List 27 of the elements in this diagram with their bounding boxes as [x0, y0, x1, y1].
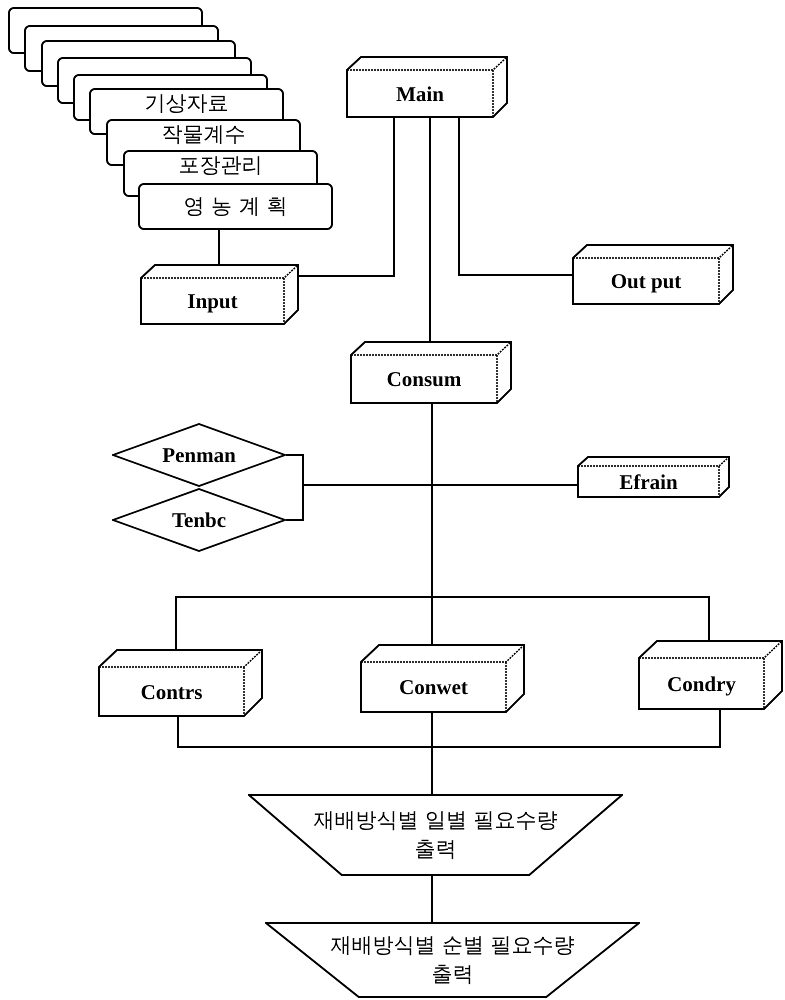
node-label: Condry	[667, 670, 736, 698]
decision-diamond	[112, 488, 286, 552]
node-label: 영 농 계 획	[182, 193, 289, 220]
node-label: 포장관리	[178, 152, 264, 180]
connector-line	[431, 876, 433, 922]
node-label: Efrain	[619, 468, 678, 496]
node-label: Consum	[386, 366, 462, 393]
node-label: 재배방식별 일별 필요수량 출력	[312, 807, 559, 863]
output-trapezoid	[265, 922, 640, 998]
node-label: Out put	[610, 268, 682, 295]
output-trapezoid	[248, 794, 623, 876]
node-label: Penman	[162, 442, 236, 468]
connector-line	[299, 118, 395, 277]
connector-line	[218, 230, 220, 264]
node-label: 재배방식별 순별 필요수량 출력	[329, 932, 576, 988]
node-label: Main	[396, 80, 444, 108]
node-label: Input	[187, 288, 238, 315]
node-label: 기상자료	[144, 90, 230, 118]
data-card	[138, 183, 333, 230]
node-label: Conwet	[399, 674, 468, 701]
node-label: Tenbc	[172, 506, 226, 534]
connector-line	[458, 118, 572, 276]
decision-diamond	[112, 423, 286, 487]
connector-line	[431, 710, 721, 794]
node-label: Contrs	[140, 678, 202, 706]
node-label: 작물계수	[160, 121, 246, 148]
connector-line	[429, 118, 431, 341]
